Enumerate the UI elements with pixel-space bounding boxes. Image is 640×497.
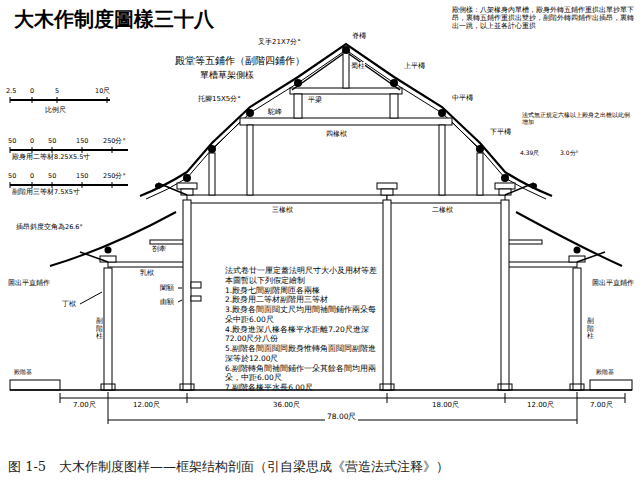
part-label: 單槽草架側樣 — [200, 70, 254, 80]
part-label: 50 — [8, 173, 16, 180]
drawing-title: 大木作制度圖樣三十八 — [14, 6, 214, 33]
part-label: 二椽栿 — [432, 206, 453, 214]
part-label: 比例尺 — [45, 106, 66, 114]
note-line: 5.副階各間面闊同殿身惟轉角面闊同副階進深等於12.00尺 — [225, 344, 377, 364]
part-label: 0 — [30, 138, 34, 145]
part-label: 殿側樣：八架椽身內單槽，殿身外轉五鋪作重拱出單抄單下昂，裏轉五鋪作重拱出雙抄，副… — [452, 6, 634, 30]
part-label: 50 — [8, 138, 16, 145]
column-label: 副階柱 — [96, 318, 103, 341]
part-label: 托腳15X5分° — [198, 95, 241, 103]
dimension-label: 12.00尺 — [525, 401, 556, 409]
part-label: 蜀柱 — [351, 62, 365, 70]
column-label: 副階柱 — [587, 318, 594, 341]
part-label: 10尺 — [95, 88, 110, 95]
part-label: 插昂斜度交角為26.6° — [16, 224, 83, 231]
part-label: 5 — [55, 88, 59, 95]
figure-caption: 图 1-5 大木作制度图样——框架结构剖面（引自梁思成《营造法式注释》） — [8, 458, 449, 476]
note-line: 6.副階轉角間補間鋪作一朵其餘各間均用兩朵，中距6.00尺 — [225, 364, 377, 384]
part-label: 叉手21X7分° — [258, 38, 301, 46]
part-label: 0 — [30, 88, 34, 95]
part-label: 3.0分° — [560, 150, 579, 157]
dimension-label: 78.00尺 — [325, 413, 358, 422]
part-label: 駝峰 — [268, 108, 282, 116]
part-label: 由額 — [160, 298, 174, 306]
part-label: 50 — [48, 173, 56, 180]
part-label: 50 — [48, 138, 56, 145]
note-line: 1.殿身七間副階周匝各兩椽 — [225, 286, 377, 296]
part-label: 殿階基 — [14, 369, 32, 376]
part-label: 殿身用二等材8.25X5.5寸 — [12, 154, 90, 161]
part-label: 250分° — [103, 173, 126, 180]
note-line: 3.殿身各間面闊丈尺均用間補間鋪作兩朵每朵中距6.00尺 — [225, 305, 377, 325]
dimension-label: 7.00尺 — [71, 401, 98, 409]
part-label: 丁栿 — [62, 300, 76, 308]
note-line: 4.殿身進深八椽各椽平水距離7.20尺進深72.00尺分八份 — [225, 325, 377, 345]
part-label: 四椽栿 — [326, 130, 347, 138]
part-label: 2.5 — [6, 88, 16, 95]
part-label: 法式無正規定六椽以上殿身之出檐以此例增加 — [522, 112, 630, 126]
part-label: 圖出平直鋪作 — [8, 280, 50, 287]
notes-block: 法式卷廿一厘定蓋法明尺寸大小及用材等差本圖暫以下列假定繪制1.殿身七間副階周匝各… — [225, 266, 377, 393]
part-label: 脊槫 — [352, 32, 366, 40]
part-label: 4.39尺 — [520, 150, 539, 157]
dimension-label: 36.00尺 — [271, 401, 302, 409]
part-label: 0 — [30, 173, 34, 180]
part-label: 乳栿 — [140, 269, 154, 277]
part-label: 250分° — [103, 138, 126, 145]
part-label: 闌額 — [160, 284, 174, 292]
dimension-label: 18.00尺 — [430, 401, 461, 409]
part-label: 副階用三等材7.5X5寸 — [12, 189, 80, 196]
part-label: 三椽栿 — [272, 206, 293, 214]
note-line: 7.副階各椽平水長6.00尺 — [225, 383, 377, 393]
part-label: 平梁 — [308, 96, 322, 104]
part-label: 150 — [76, 173, 88, 180]
part-label: 中平槫 — [452, 94, 473, 102]
note-line: 2.殿身用二等材副階用三等材 — [225, 295, 377, 305]
part-label: 圖出平直鋪作 — [592, 280, 634, 287]
part-label: 上平槫 — [404, 62, 425, 70]
dimension-label: 12.00尺 — [131, 401, 162, 409]
part-label: 殿堂等五鋪作（副階四鋪作） — [175, 55, 305, 67]
part-label: 殿階基 — [596, 369, 614, 376]
part-label: 劄牽 — [152, 245, 166, 253]
dimension-label: 7.00尺 — [588, 401, 615, 409]
note-line: 法式卷廿一厘定蓋法明尺寸大小及用材等差本圖暫以下列假定繪制 — [225, 266, 377, 286]
part-label: 下平槫 — [490, 128, 511, 136]
part-label: 150 — [76, 138, 88, 145]
